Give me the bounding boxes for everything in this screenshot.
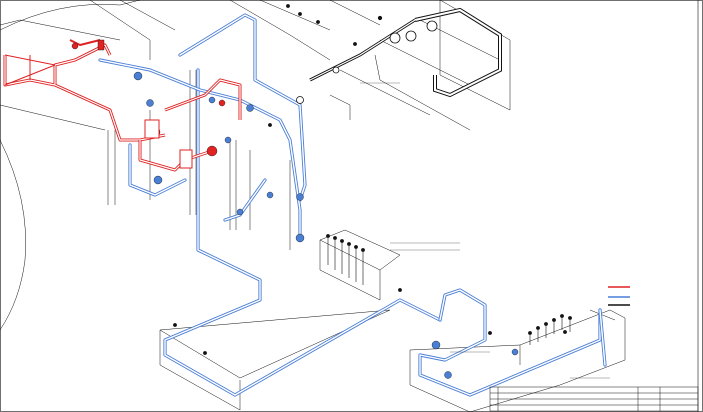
duct-flange-icon (296, 20, 438, 104)
pump-icon (144, 119, 193, 169)
revision-table (489, 386, 699, 412)
blue-pipes (98, 13, 607, 397)
flange-icon (133, 71, 519, 379)
gauge-icon (173, 4, 572, 355)
callout-notes (360, 82, 610, 379)
black-duct (309, 7, 502, 98)
red-pipes (3, 39, 242, 172)
legend (608, 286, 630, 306)
